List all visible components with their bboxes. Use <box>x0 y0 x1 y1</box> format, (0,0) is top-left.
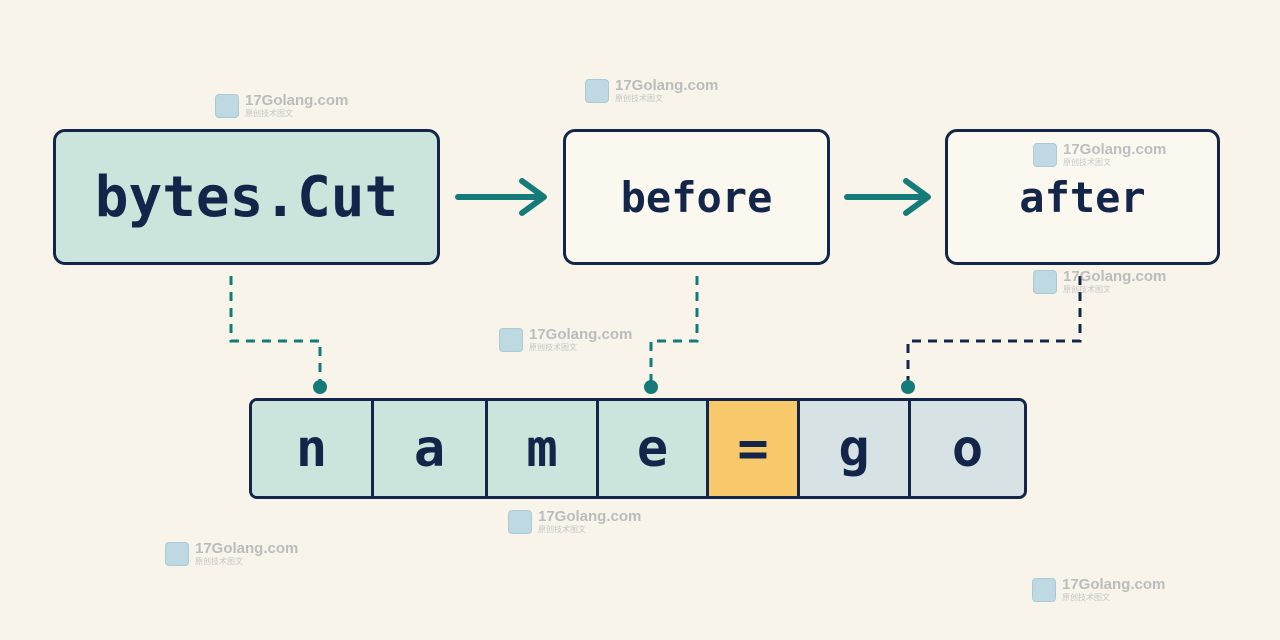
before-box: before <box>563 129 830 265</box>
arrow-before-to-after <box>844 178 931 216</box>
byte-cell: g <box>800 401 911 496</box>
leader-after <box>906 276 1082 384</box>
leader-dot-before <box>644 380 658 394</box>
separator-cell: = <box>709 401 800 496</box>
byte-char: o <box>951 418 984 479</box>
byte-array: n a m e = g o <box>249 398 1027 499</box>
byte-cell: o <box>911 401 1024 496</box>
byte-char: = <box>737 418 769 479</box>
byte-cell: n <box>252 401 374 496</box>
byte-char: g <box>838 418 870 479</box>
byte-cell: a <box>374 401 488 496</box>
leader-dot-cut <box>313 380 327 394</box>
byte-char: m <box>526 418 558 479</box>
leader-dot-after <box>901 380 915 394</box>
arrow-cut-to-before <box>455 178 547 216</box>
after-label: after <box>1019 172 1146 222</box>
byte-cell: e <box>599 401 709 496</box>
leader-cut <box>229 276 322 384</box>
byte-char: n <box>295 418 328 479</box>
leader-before <box>649 276 699 384</box>
byte-cell: m <box>488 401 599 496</box>
function-label: bytes.Cut <box>94 164 399 230</box>
before-label: before <box>620 172 773 222</box>
function-box: bytes.Cut <box>53 129 440 265</box>
byte-char: a <box>413 418 446 479</box>
after-box: after <box>945 129 1220 265</box>
byte-char: e <box>636 418 669 479</box>
